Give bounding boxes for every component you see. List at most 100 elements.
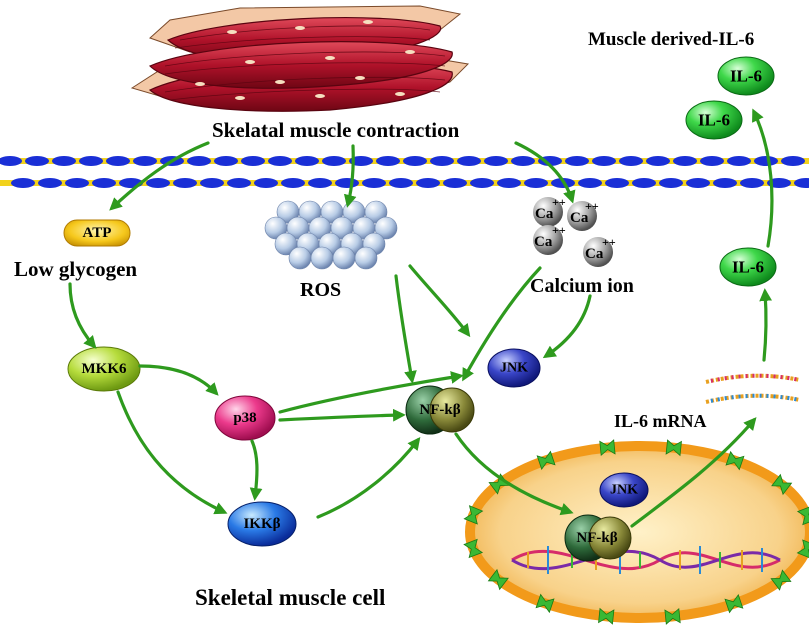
nfkb-complex: NF-kβ	[405, 385, 475, 435]
lipid-head	[416, 178, 440, 188]
lipid-head	[389, 178, 413, 188]
jnk-nucleus: JNK	[599, 472, 649, 508]
nuclear-pore	[664, 607, 681, 625]
cell-label: Skeletal muscle cell	[195, 585, 385, 610]
nuclear-pore	[770, 569, 792, 591]
arrow-calcium-to-jnk	[542, 294, 592, 359]
contraction-label: Skelatal muscle contraction	[212, 118, 460, 142]
lipid-head	[794, 178, 809, 188]
lipid-head	[79, 156, 103, 166]
svg-text:Ca: Ca	[570, 210, 589, 226]
svg-text:++: ++	[552, 223, 566, 237]
arrow-ikkb-to-nfkb	[316, 436, 421, 519]
lipid-head	[241, 156, 265, 166]
lipid-head	[133, 156, 157, 166]
dna-helix	[511, 546, 781, 574]
jnk-nucleus-label: JNK	[610, 483, 638, 498]
lipid-head	[227, 178, 251, 188]
lipid-head	[173, 178, 197, 188]
lipid-head	[268, 156, 292, 166]
lipid-head	[578, 178, 602, 188]
ros-molecule	[332, 246, 356, 270]
calcium-ion-4: Ca ++	[583, 235, 616, 267]
jnk-label: JNK	[500, 361, 528, 376]
mkk6-node: MKK6	[67, 346, 141, 392]
lipid-head	[38, 178, 62, 188]
ros-molecule-cluster	[264, 200, 398, 270]
lipid-head	[25, 156, 49, 166]
low-glycogen-label: Low glycogen	[14, 257, 137, 281]
lipid-head	[254, 178, 278, 188]
lipid-head	[470, 178, 494, 188]
nuclear-pore	[535, 593, 555, 614]
lipid-head	[632, 178, 656, 188]
nfkb-label: NF-kβ	[419, 402, 460, 418]
arrow-p38-to-nfkb	[278, 408, 406, 422]
lipid-head	[308, 178, 332, 188]
nuclear-pore	[536, 450, 556, 471]
calcium-ion-group: Ca ++ Ca ++ Ca ++ Ca ++	[533, 195, 616, 267]
arrow-ros-to-jnk	[408, 264, 471, 338]
nuclear-pore	[796, 539, 809, 559]
nuclear-pore	[724, 593, 744, 614]
lipid-head	[511, 156, 535, 166]
il6-secreted-1-label: IL-6	[730, 67, 762, 86]
calcium-ion-3: Ca ++	[533, 223, 566, 255]
p38-node: p38	[214, 395, 276, 441]
lipid-head	[92, 178, 116, 188]
lipid-head	[443, 178, 467, 188]
calcium-ion-1: Ca ++	[533, 195, 566, 227]
nuclear-pore	[665, 439, 682, 457]
svg-text:++: ++	[552, 195, 566, 209]
lipid-head	[362, 178, 386, 188]
calcium-ion-2: Ca ++	[567, 199, 599, 231]
atp-label: ATP	[83, 225, 112, 241]
nuclear-pore	[771, 473, 793, 496]
lipid-head	[686, 178, 710, 188]
lipid-head	[322, 156, 346, 166]
lipid-head	[565, 156, 589, 166]
svg-text:++: ++	[602, 235, 616, 249]
svg-text:Ca: Ca	[534, 234, 553, 250]
lipid-head	[146, 178, 170, 188]
arrow-calcium-to-nfkb	[462, 266, 542, 382]
ros-molecule	[310, 246, 334, 270]
nuclear-pore	[725, 450, 745, 471]
lipid-head	[295, 156, 319, 166]
il6-mrna-strands	[705, 373, 801, 404]
lipid-head	[646, 156, 670, 166]
arrow-p38-to-jnk-path	[278, 371, 464, 414]
lipid-head	[713, 178, 737, 188]
il6-secreted-1: IL-6	[717, 56, 775, 96]
lipid-head	[65, 178, 89, 188]
arrow-mrna-to-il6	[759, 288, 773, 362]
lipid-head	[376, 156, 400, 166]
arrow-mkk6-to-p38	[138, 364, 219, 396]
arrow-nfkb-to-nucleus	[454, 432, 574, 516]
ros-molecule	[354, 246, 378, 270]
svg-text:Ca: Ca	[585, 246, 604, 262]
nuclear-pore	[599, 439, 616, 457]
pathway-arrows	[68, 108, 774, 528]
lipid-head	[484, 156, 508, 166]
jnk-node: JNK	[487, 348, 541, 388]
lipid-head	[106, 156, 130, 166]
lipid-head	[497, 178, 521, 188]
nfkb-nucleus-label: NF-kβ	[576, 530, 617, 546]
lipid-head	[335, 178, 359, 188]
ikkb-node: IKKβ	[227, 501, 297, 547]
ros-molecule	[374, 216, 398, 240]
arrow-contraction-to-calcium	[514, 141, 576, 204]
ikkb-label: IKKβ	[243, 516, 280, 532]
il6-cell: IL-6	[719, 247, 777, 287]
lipid-head	[619, 156, 643, 166]
p38-label: p38	[233, 410, 256, 426]
nucleus: JNK NF-kβ	[463, 439, 809, 625]
cell-membrane	[0, 156, 809, 188]
arrow-glycogen-to-mkk6	[68, 282, 97, 349]
lipid-head	[403, 156, 427, 166]
mkk6-label: MKK6	[82, 361, 127, 377]
lipid-head	[430, 156, 454, 166]
lipid-head	[187, 156, 211, 166]
